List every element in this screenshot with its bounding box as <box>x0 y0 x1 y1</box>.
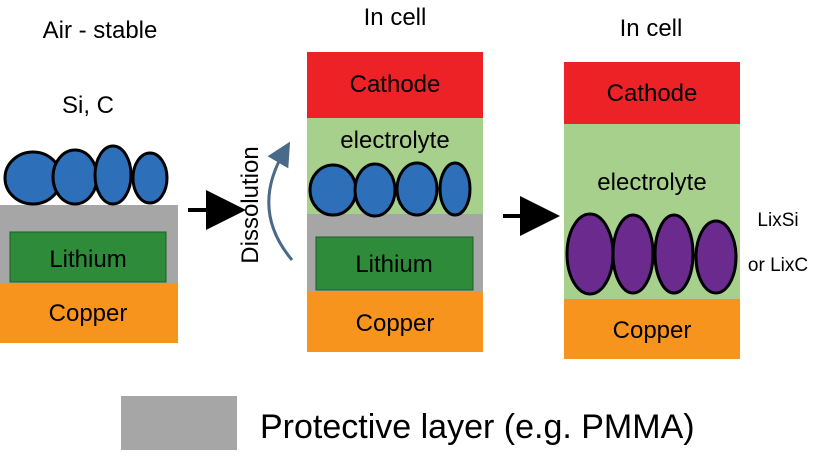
product-label-line1: LixSi <box>757 210 798 231</box>
cathode-layer <box>564 62 740 124</box>
copper-layer <box>564 299 740 359</box>
copper-layer <box>0 283 178 343</box>
si-c-particle <box>395 161 439 217</box>
panel-air-stable: Air - stable Si, C Lithium Copper <box>0 17 178 343</box>
lithiated-particle <box>611 213 655 295</box>
copper-label: Copper <box>613 317 692 344</box>
lithiated-particle <box>694 219 738 295</box>
lithium-label: Lithium <box>355 251 432 278</box>
dissolution-curve-arrow <box>267 141 294 261</box>
dissolution-label: Dissolution <box>237 146 264 263</box>
si-c-particle <box>93 144 133 206</box>
lithium-layer <box>315 236 474 291</box>
si-c-particle <box>438 161 472 217</box>
copper-layer <box>307 292 483 352</box>
si-c-particle <box>131 151 169 205</box>
electrolyte-label: electrolyte <box>597 169 706 196</box>
legend: Protective layer (e.g. PMMA) <box>121 396 695 450</box>
panel1-particles-label: Si, C <box>62 92 114 119</box>
cathode-label: Cathode <box>607 80 698 107</box>
panel-in-cell-1: In cell Cathode electrolyte Lithium Copp… <box>307 4 483 352</box>
panel1-header: Air - stable <box>43 17 158 44</box>
legend-swatch-protective-layer <box>121 396 237 450</box>
si-c-particle <box>308 163 358 217</box>
copper-label: Copper <box>49 300 128 327</box>
lithium-layer <box>9 231 167 283</box>
si-c-particle <box>51 148 99 206</box>
copper-label: Copper <box>356 310 435 337</box>
panel3-header: In cell <box>620 15 683 42</box>
cathode-layer <box>307 52 483 118</box>
panel-in-cell-2: In cell Cathode electrolyte Copper <box>564 15 740 359</box>
panel2-header: In cell <box>364 4 427 31</box>
legend-label: Protective layer (e.g. PMMA) <box>260 408 695 446</box>
lithiated-particle <box>565 212 615 296</box>
lithium-label: Lithium <box>49 246 126 273</box>
electrolyte-label: electrolyte <box>340 127 449 154</box>
si-c-particle <box>353 162 397 218</box>
lithiated-particle <box>653 213 695 295</box>
cathode-label: Cathode <box>350 71 441 98</box>
product-label-line2: or LixC <box>748 255 808 276</box>
